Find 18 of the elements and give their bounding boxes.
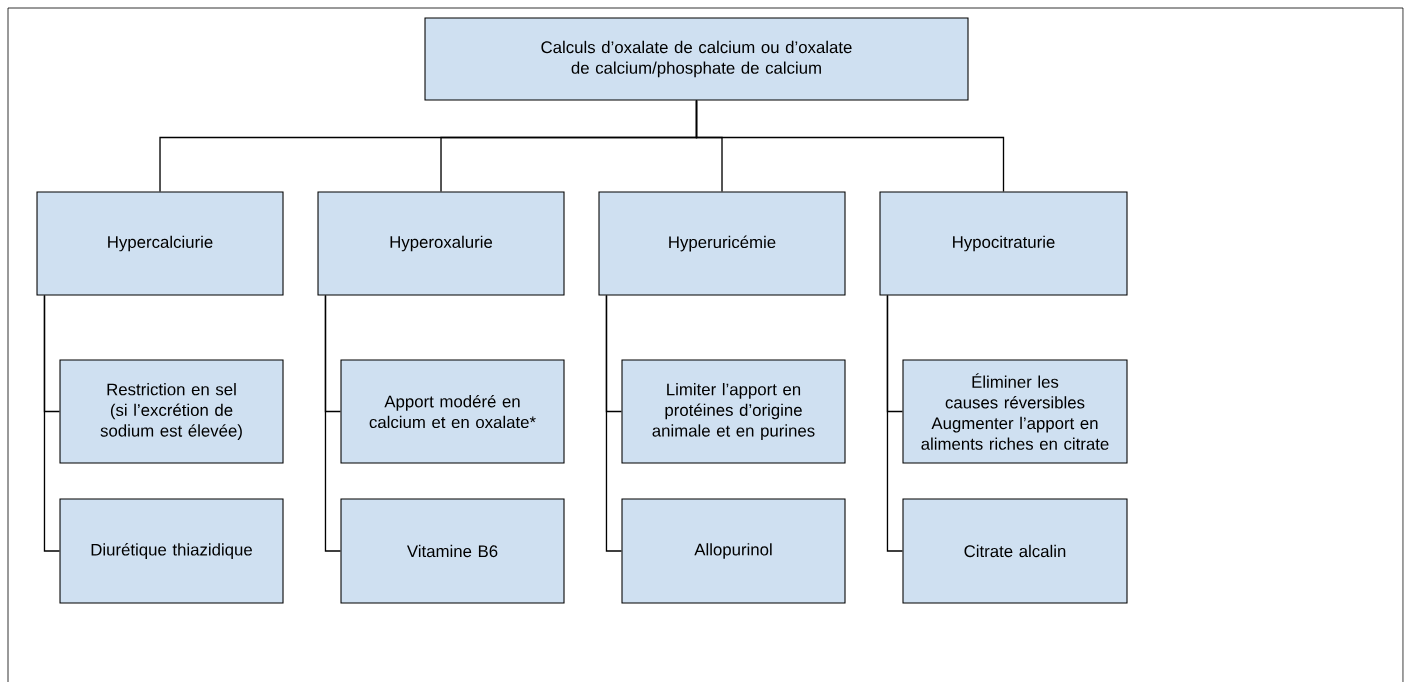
process-box: Éliminer les causes réversibles Augmenter l’apport en aliments riches en citrate — [902, 359, 1128, 464]
connector-line — [324, 294, 342, 552]
process-box: Calculs d’oxalate de calcium ou d’oxalate de calcium/phosphate de calcium — [424, 17, 969, 101]
connector-line — [605, 294, 623, 552]
process-box: Vitamine B6 — [340, 498, 565, 604]
process-box: Diurétique thiazidique — [59, 498, 284, 604]
process-box: Hyperuricémie — [598, 191, 846, 296]
process-box: Hypercalciurie — [36, 191, 284, 296]
process-box: Restriction en sel (si l’excrétion de sodium est élevée) — [59, 359, 284, 464]
process-box: Limiter l’apport en protéines d’origine animale et en purines — [621, 359, 846, 464]
process-box: Hyperoxalurie — [317, 191, 565, 296]
process-box: Hypocitraturie — [879, 191, 1128, 296]
process-box: Apport modéré en calcium et en oxalate* — [340, 359, 565, 464]
connector-line — [886, 294, 904, 552]
process-box: Allopurinol — [621, 498, 846, 604]
connector-line — [695, 99, 1005, 193]
connector-line — [43, 294, 61, 552]
process-box: Citrate alcalin — [902, 498, 1128, 604]
